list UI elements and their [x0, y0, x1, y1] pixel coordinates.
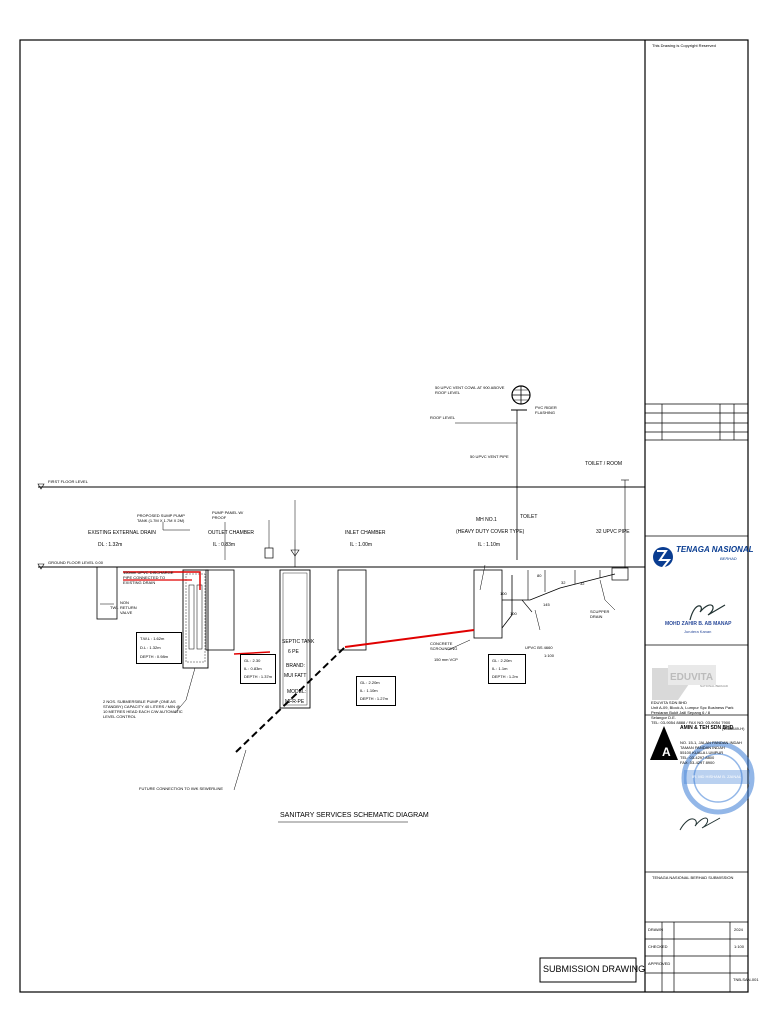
engineer-stamp	[681, 741, 755, 815]
date-value: 2024	[734, 927, 743, 932]
septic-tank-label: SEPTIC TANK	[282, 639, 315, 645]
level-marker	[37, 563, 45, 570]
toilet-room-label: TOILET / ROOM	[585, 461, 623, 467]
tnb-name: TENAGA NASIONAL	[676, 545, 754, 554]
title-block-grid	[645, 403, 748, 992]
inlet-chamber-label: INLET CHAMBER	[345, 530, 386, 536]
existing-drain-label: EXISTING EXTERNAL DRAIN	[88, 530, 156, 536]
scupper-label: SCUPPER DRAIN	[590, 609, 610, 619]
inlet-chamber-il: IL : 1.00m	[350, 542, 373, 548]
scupper-drain	[611, 567, 629, 581]
scale-value: 1:100	[734, 944, 745, 949]
leader-lines	[162, 500, 616, 714]
non-return-label: NON RETURN VALVE	[120, 600, 137, 615]
tnb-logo	[653, 547, 673, 571]
red-pipe-a	[233, 651, 271, 655]
pump-panel-label: PUMP PANEL W/ PROOF	[212, 510, 244, 520]
discharge-pipe	[123, 571, 201, 590]
pipe-size-label: 100	[500, 591, 507, 596]
drawing-title: SANITARY SERVICES SCHEMATIC DIAGRAM	[280, 812, 429, 819]
upvc-pipe-run	[502, 573, 616, 601]
drawing-number: TNB-SAN-001	[733, 977, 759, 982]
future-connection	[235, 646, 346, 753]
red-pipe-main	[344, 629, 475, 648]
brand-name: MUI FATT	[284, 673, 307, 679]
tnb-signer-title: Jurutera Kanan	[684, 629, 712, 634]
pipe-size-label: 32	[580, 581, 585, 586]
manhole-1	[473, 569, 503, 639]
consultant-reg: (1088849-H)	[722, 726, 745, 731]
pump-panel	[264, 547, 274, 559]
outlet-chamber-il: IL : 0.83m	[213, 542, 236, 548]
toilet-label: TOILET	[520, 514, 538, 520]
checked-label: CHECKED	[648, 944, 668, 949]
vent-cowl-label: 50 UPVC VENT COWL AT 900 ABOVE ROOF LEVE…	[435, 385, 505, 395]
pipe-size-label: 32	[561, 580, 566, 585]
eduvita-address: EDUVITA SDN BHD Unit A-09, Block A, Lump…	[651, 700, 734, 725]
mh1-label: MH NO.1	[476, 517, 497, 523]
tnb-signature	[689, 604, 726, 621]
septic-pe-label: 6 PE	[288, 649, 299, 655]
upvc-pipe-label: 32 UPVC PIPE	[596, 529, 630, 535]
pvc-rider-label: PVC RIDER FLASHING	[535, 405, 557, 415]
mh1-sub: (HEAVY DUTY COVER TYPE)	[456, 529, 525, 535]
amin-teh-logo: A	[650, 726, 678, 760]
eduvita-name: EDUVITA	[670, 672, 714, 683]
twl-box: T.W.L : 1.62m D.L : 1.32m DEPTH : 0.98m	[136, 632, 182, 664]
future-connection-label: FUTURE CONNECTION TO IWK SEWERLINE	[139, 786, 224, 791]
copyright-text: This Drawing is Copyright Reserved	[652, 43, 716, 48]
submission-box	[539, 957, 637, 983]
tnb-berhad: BERHAD	[720, 556, 737, 561]
discharge-label: 150mm UPVC DISCHARGE PIPE CONNECTED TO E…	[123, 570, 174, 585]
svg-text:A: A	[662, 745, 671, 759]
approved-label: APPROVED	[648, 961, 671, 966]
gl-inlet-box: GL : 2.20m IL : 1.10m DEPTH : 1.27m	[356, 676, 396, 706]
consultant-signature	[679, 817, 721, 831]
gl-mh-box: GL : 2.20m IL : 1.1m DEPTH : 1.2m	[488, 654, 526, 684]
vent-pipe-label: 50 UPVC VENT PIPE	[470, 454, 509, 459]
sump-tank	[182, 569, 209, 669]
first-floor-label: FIRST FLOOR LEVEL	[48, 479, 88, 484]
drawn-label: DRAWN	[648, 927, 663, 932]
sheet-border	[19, 39, 749, 993]
sump-label: PROPOSED SUMP PUMP TANK (1.7M X 1.7M X 2…	[137, 513, 185, 523]
pump-note: 2 NOS. SUBMERSIBLE PUMP (ONE AS STANDBY)…	[103, 699, 183, 719]
ground-floor-label: GROUND FLOOR LEVEL 0.00	[48, 560, 103, 565]
consultant-name: AMIN & TEH SDN BHD	[680, 725, 734, 731]
pipe-size-label: 80	[537, 573, 542, 578]
submission-drawing-label: SUBMISSION DRAWING	[543, 964, 646, 974]
existing-drain	[96, 566, 118, 620]
existing-drain-dl: DL : 1.32m	[98, 542, 123, 548]
inlet-chamber	[337, 569, 367, 651]
model-name: MFR-PE	[285, 699, 305, 705]
pipe-size-label: 100	[510, 611, 517, 616]
concrete-label: CONCRETE SCROUNDING	[430, 641, 458, 651]
consultant-address: NO. 15-1, JALAN PANDAN INDAH TAMAN PANDA…	[680, 740, 742, 765]
vcp-label: 150 mm VCP	[434, 657, 458, 662]
eduvita-logo	[652, 665, 716, 700]
gl-outlet-box: GL : 2.30 IL : 0.83m DEPTH : 1.37m	[240, 654, 276, 684]
model-label: MODEL:	[287, 689, 307, 695]
slope-label: 1:100	[544, 653, 555, 658]
mh1-il: IL : 1.10m	[478, 542, 501, 548]
stamp-text: IR. MD HISHAM B. ZAINAL	[692, 774, 742, 779]
outlet-chamber-label: OUTLET CHAMBER	[208, 530, 255, 536]
level-marker	[37, 483, 45, 490]
twl-label: TWL	[110, 605, 119, 610]
eduvita-sub: NATIONAL BERHAD	[700, 684, 729, 688]
upvc-bs-label: UPVC BS 4660	[525, 645, 553, 650]
pipe-size-label: 145	[543, 602, 550, 607]
outlet-chamber	[205, 569, 235, 651]
septic-tank	[279, 569, 311, 709]
title-block-note: TENAGA NASIONAL BERHAD SUBMISSION	[652, 875, 734, 880]
tnb-signer: MOHD ZAHIR B. AB MANAP	[665, 621, 732, 627]
brand-label: BRAND:	[286, 663, 305, 669]
roof-level-label: ROOF LEVEL	[430, 415, 456, 420]
